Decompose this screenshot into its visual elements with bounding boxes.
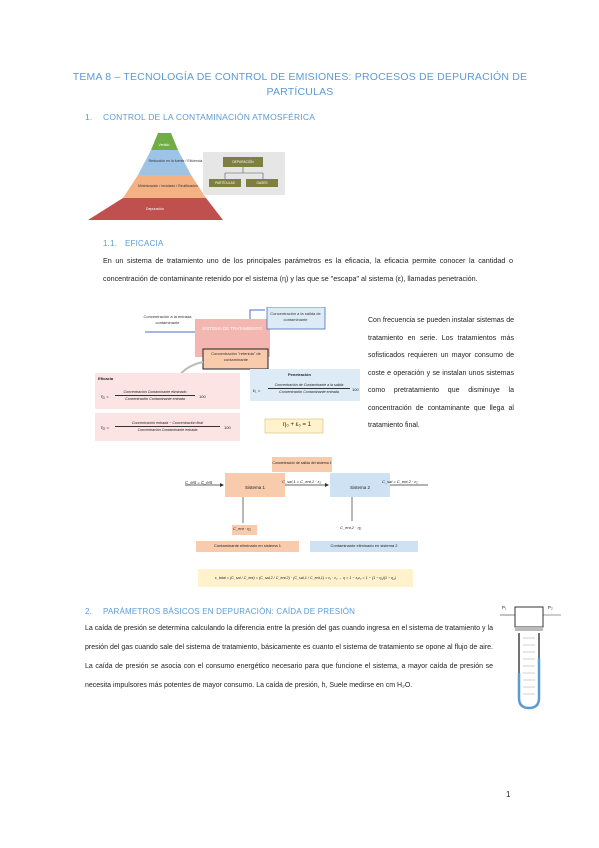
gases-box xyxy=(246,179,278,187)
ret2-eq: C_ent,2 · η₂ xyxy=(340,525,362,530)
retenida-box xyxy=(202,348,269,370)
sum-eq-box xyxy=(264,418,324,434)
eta2-numerator: Concentración entrada − Concentración fi… xyxy=(115,420,220,427)
section-2-heading: PARÁMETROS BÁSICOS EN DEPURACIÓN: CAÍDA … xyxy=(103,607,356,616)
p1-label: P₁ xyxy=(502,605,507,610)
ret1-eq: C_ent · η₁ xyxy=(233,526,251,531)
eficacia-title: Eficacia xyxy=(98,376,114,381)
sistema2-label: Sistema 2 xyxy=(349,485,370,490)
penetracion-box xyxy=(250,369,360,401)
eficacia-box-2 xyxy=(95,413,240,441)
mid-top-box xyxy=(272,457,332,472)
global-eq-box xyxy=(198,569,413,587)
particulas-box xyxy=(209,179,241,187)
label1: Contaminante eliminado en sistema 1 xyxy=(214,543,281,548)
entrada-label: Concentración a la entrada contaminante xyxy=(143,314,192,325)
presion-paragraph: La caída de presión se determina calcula… xyxy=(85,625,493,689)
pyramid-figure xyxy=(88,133,285,220)
pyramid-level-depuracion xyxy=(88,198,223,220)
pyramid-level-minimizacion xyxy=(123,175,206,198)
pyramid-level-vertido xyxy=(151,133,178,150)
in-eq: C_ent = C_ent xyxy=(185,480,213,485)
eta1-lhs: η₁ = xyxy=(101,394,109,399)
page-number: 1 xyxy=(506,790,511,799)
section-1-heading: CONTROL DE LA CONTAMINACIÓN ATMOSFÉRICA xyxy=(103,112,316,122)
eta1-numerator: Concentración Contaminante eliminado xyxy=(115,389,195,396)
pen-numerator: Concentración de Contaminante a la salid… xyxy=(268,382,350,389)
eficacia-diagram xyxy=(95,307,360,441)
manometer-figure xyxy=(500,606,561,710)
page-title: TEMA 8 – TECNOLOGÍA DE CONTROL DE EMISIO… xyxy=(72,71,528,98)
eta2-multiplier: 100 xyxy=(224,425,231,430)
sistema1-box xyxy=(225,473,285,497)
sistema-label: SISTEMA DE TRATAMIENTO xyxy=(202,326,262,331)
penetracion-title: Penetración xyxy=(288,372,311,377)
pen-lhs: ε₁ = xyxy=(253,388,261,393)
serie-diagram xyxy=(185,457,428,552)
pyramid-label-vertido: Vertido xyxy=(158,143,170,147)
section-1-1-number: 1.1. xyxy=(103,239,118,248)
salida-label: Concentración a la salida de contaminant… xyxy=(270,311,321,322)
mid-top-label: Concentración de salida del sistema 1 xyxy=(272,461,332,465)
pyramid-label-minimizacion: Minimización / reciclado / Reutilización xyxy=(138,184,198,188)
mid-eq: C_sal,1 = C_ent,1 · ε₁ xyxy=(282,479,321,484)
global-equation: ε_total = (C_sal / C_ent) = (C_sal,2 / C… xyxy=(215,576,396,580)
label2-box xyxy=(310,541,418,552)
p2-label: P₂ xyxy=(548,605,553,610)
ret1-box xyxy=(232,525,257,535)
pen-multiplier: 100 xyxy=(352,387,359,392)
sistema2-box xyxy=(330,473,390,497)
retenida-label: Concentración "retenida" de contaminante xyxy=(211,351,261,362)
eta2-denominator: Concentración Contaminante entrada xyxy=(137,428,198,432)
out-eq: C_sal = C_ent,2 · ε₂ xyxy=(382,479,418,484)
eta1-multiplier: 100 xyxy=(199,394,206,399)
eficacia-paragraph: En un sistema de tratamiento uno de los … xyxy=(103,256,513,283)
section-2-number: 2. xyxy=(85,607,93,616)
pyramid-label-reduccion: Reducción en la fuente / Eficiencia xyxy=(148,159,203,163)
label2: Contaminante eliminado en sistema 2 xyxy=(330,543,398,548)
section-1-1-heading: EFICACIA xyxy=(125,239,164,248)
section-1-number: 1. xyxy=(85,112,93,122)
side-label-gases: GASES xyxy=(256,181,268,185)
pyramid-level-reduccion xyxy=(138,150,191,175)
manometer-housing xyxy=(514,606,544,628)
side-label-particulas: PARTÍCULAS xyxy=(215,181,235,185)
label1-box xyxy=(196,541,299,552)
sistema1-label: Sistema 1 xyxy=(244,485,265,490)
eta1-denominator: Concentración Contaminante entrada xyxy=(125,397,185,401)
salida-box xyxy=(266,307,326,330)
pen-denominator: Concentración Contaminante entrada xyxy=(279,390,339,394)
side-label-depuracion: DEPURACIÓN xyxy=(232,160,254,164)
eficacia-box-1 xyxy=(95,373,240,409)
sum-equation: η₀ + ε₀ = 1 xyxy=(282,422,311,428)
serie-paragraph: Con frecuencia se pueden instalar sistem… xyxy=(368,317,514,429)
depuracion-box xyxy=(223,157,263,167)
pyramid-label-depuracion: Depuración xyxy=(146,207,164,211)
eta2-lhs: η₂ = xyxy=(101,425,110,430)
